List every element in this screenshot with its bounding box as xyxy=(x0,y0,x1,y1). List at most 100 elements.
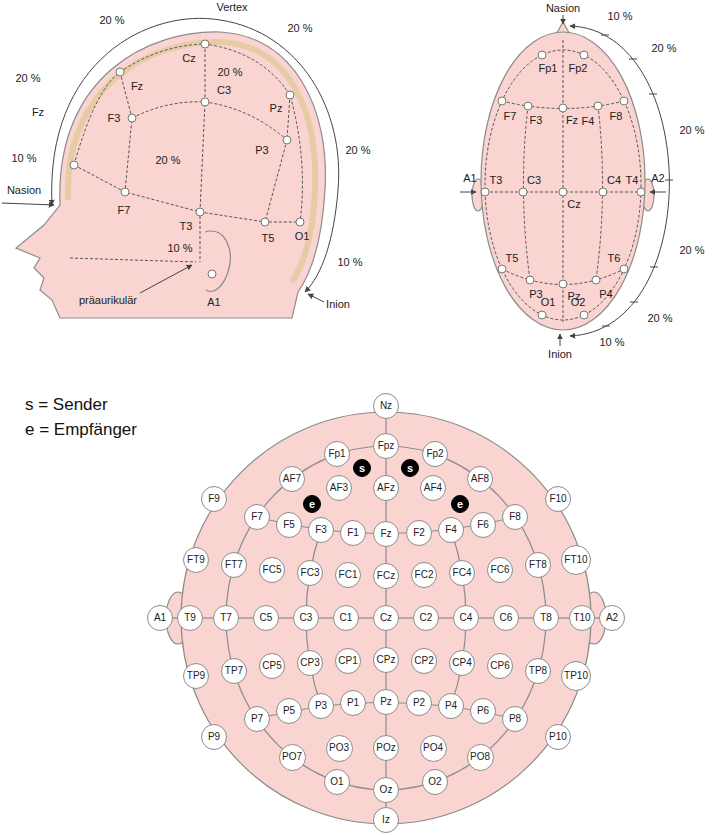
site-label: T7 xyxy=(220,613,232,623)
electrode-site: FC4 xyxy=(449,560,475,586)
electrode-point xyxy=(599,188,607,196)
electrode-site: T7 xyxy=(213,605,239,631)
ruler-arc xyxy=(560,334,561,346)
optode-marker: s xyxy=(401,459,419,477)
electrode-site: PO8 xyxy=(467,744,494,771)
electrode-site: C3 xyxy=(293,605,319,631)
electrode-point xyxy=(620,265,628,273)
site-label: F3 xyxy=(315,525,327,535)
electrode-site: FC5 xyxy=(259,557,285,583)
site-label: Fp1 xyxy=(328,449,345,459)
electrode-site: P4 xyxy=(438,693,464,719)
position-label: 10 % xyxy=(599,336,624,348)
electrode-site: F1 xyxy=(340,520,366,546)
site-label: T8 xyxy=(540,613,552,623)
electrode-site: PO4 xyxy=(420,735,447,762)
site-label: AFz xyxy=(377,483,395,493)
electrode-site: AFz xyxy=(373,475,399,501)
position-label: Nasion xyxy=(7,184,41,196)
electrode-point xyxy=(498,97,506,105)
position-label: O2 xyxy=(571,296,586,308)
electrode-site: F9 xyxy=(201,486,227,512)
site-label: O2 xyxy=(428,777,441,787)
electrode-site: T9 xyxy=(177,605,203,631)
electrode-point xyxy=(286,91,294,99)
position-label: O1 xyxy=(295,230,310,242)
position-label: Pz xyxy=(270,102,283,114)
electrode-point xyxy=(580,51,588,59)
grid-line xyxy=(385,631,386,647)
site-label: F2 xyxy=(413,528,425,538)
position-label: Fp2 xyxy=(569,62,588,74)
site-label: FCz xyxy=(377,571,395,581)
site-label: PO4 xyxy=(423,743,443,753)
grid-line xyxy=(479,617,493,618)
site-label: C5 xyxy=(260,613,273,623)
position-label: C4 xyxy=(607,174,621,186)
electrode-point xyxy=(580,311,588,319)
electrode-site: CP4 xyxy=(449,650,475,676)
site-label: F5 xyxy=(283,520,295,530)
grid-line xyxy=(399,617,413,618)
electrode-line xyxy=(70,44,302,262)
electrode-point xyxy=(201,98,209,106)
side-head xyxy=(16,32,325,318)
position-label: C3 xyxy=(217,84,231,96)
electrode-point xyxy=(70,40,304,278)
optode-marker: s xyxy=(353,459,371,477)
electrode-point xyxy=(519,188,527,196)
electrode-site: PO7 xyxy=(279,744,306,771)
electrode-point xyxy=(498,265,506,273)
site-label: TP8 xyxy=(529,666,547,676)
key-text: s = Sender xyxy=(25,396,108,415)
position-label: F7 xyxy=(504,110,517,122)
grid-line xyxy=(439,617,453,618)
electrode-line xyxy=(200,216,201,262)
position-label: 10 % xyxy=(607,10,632,22)
position-label: T3 xyxy=(490,174,503,186)
optode-marker: e xyxy=(451,495,469,513)
ruler-arc xyxy=(140,265,192,293)
electrode-site: FT8 xyxy=(525,552,551,578)
grid-line xyxy=(385,419,386,433)
electrode-site: C1 xyxy=(333,605,359,631)
position-label: A1 xyxy=(207,296,220,308)
site-label: CP1 xyxy=(338,656,357,666)
electrode-site: CPz xyxy=(373,647,399,673)
electrode-point xyxy=(196,208,204,216)
site-label: F4 xyxy=(445,525,457,535)
electrode-site: AF8 xyxy=(467,466,493,492)
position-label: präaurikulär xyxy=(79,294,137,306)
electrode-site: FC1 xyxy=(335,562,361,588)
site-label: P5 xyxy=(283,706,295,716)
grid-line xyxy=(385,501,386,521)
electrode-site: FCz xyxy=(373,563,399,589)
position-label: Cz xyxy=(182,52,195,64)
head-outline xyxy=(181,412,591,824)
grid-line xyxy=(319,617,333,618)
electrode-site: P8 xyxy=(502,706,528,732)
electrode-point xyxy=(592,276,600,284)
electrode-site: TP9 xyxy=(183,663,209,689)
ruler-arc xyxy=(649,94,657,95)
position-label: T5 xyxy=(506,252,519,264)
grid-line xyxy=(226,446,546,790)
electrode-point xyxy=(208,270,216,278)
position-label: Fz xyxy=(566,114,578,126)
position-label: Fz xyxy=(32,106,44,118)
electrode-point xyxy=(261,218,269,226)
site-label: P4 xyxy=(445,701,457,711)
position-label: 20 % xyxy=(345,144,370,156)
electrode-point xyxy=(283,136,291,144)
site-label: TP9 xyxy=(187,671,205,681)
position-label: 20 % xyxy=(647,312,672,324)
electrode-site: FT7 xyxy=(221,552,247,578)
position-label: F7 xyxy=(118,204,131,216)
electrode-site: Iz xyxy=(373,807,399,833)
site-label: FC4 xyxy=(453,568,472,578)
electrode-point xyxy=(116,68,124,76)
electrode-site: TP8 xyxy=(525,658,551,684)
electrode-site: F2 xyxy=(406,520,432,546)
site-label: P1 xyxy=(347,698,359,708)
